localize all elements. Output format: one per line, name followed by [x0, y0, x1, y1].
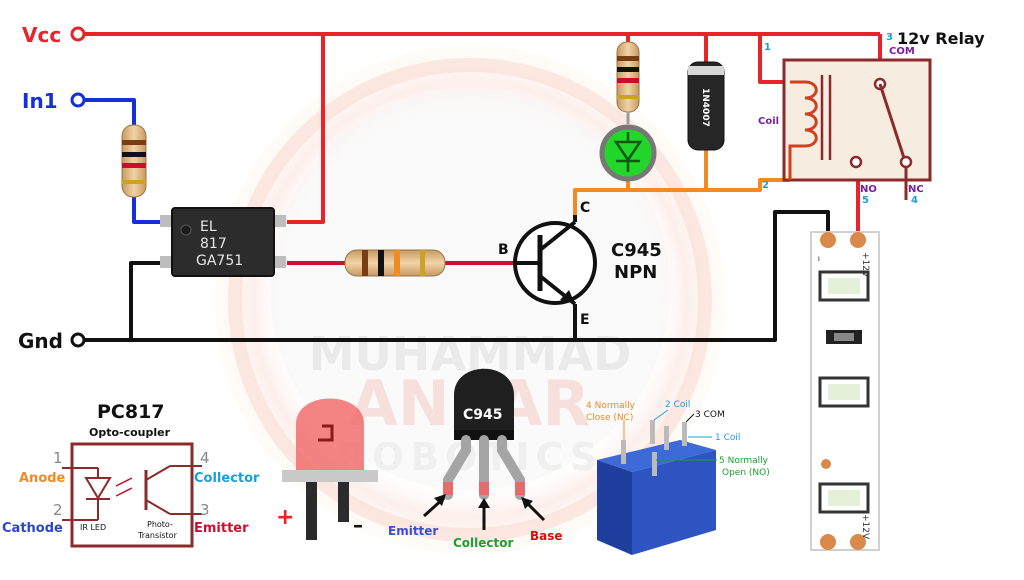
c945-emitter-label: Emitter	[388, 524, 438, 538]
relay-pin4: 4	[911, 195, 918, 206]
in1-label: In1	[22, 89, 58, 113]
relay-legend-nc2: Close (NC)	[586, 413, 633, 423]
pc817-pin2: 2	[53, 501, 63, 519]
led-resistor	[616, 41, 640, 124]
relay-legend-no2: Open (NO)	[722, 468, 770, 478]
relay-legend-coil1: 1 Coil	[715, 433, 740, 443]
relay-legend-com: 3 COM	[695, 410, 725, 420]
collector-net-wire	[573, 178, 790, 218]
gnd-label: Gnd	[18, 329, 63, 353]
vcc-terminal[interactable]	[70, 26, 86, 42]
transistor-b-label: B	[498, 242, 509, 258]
transistor-type: NPN	[614, 262, 657, 283]
strip-neg-top: –	[813, 256, 826, 262]
pc817-anode: Anode	[19, 471, 66, 486]
opto-marking-2: 817	[200, 236, 227, 252]
pc817-pin1: 1	[53, 449, 63, 467]
pc817-title: PC817	[97, 401, 165, 423]
opto-collector-wire	[287, 34, 325, 224]
led-plus: +	[276, 505, 294, 530]
relay-no-label: NO	[860, 184, 877, 195]
led-legend: + –	[276, 398, 378, 540]
c945-legend: C945 Emitter Collector Base	[388, 368, 563, 550]
wires	[84, 32, 882, 342]
relay-title: 12v Relay	[897, 29, 985, 48]
pc817-collector: Collector	[194, 471, 260, 486]
pc817-photo2: Transistor	[137, 531, 178, 540]
in1-wire	[84, 98, 136, 125]
relay-pin1: 1	[764, 42, 771, 53]
opto-cathode-wire	[129, 261, 172, 340]
pc817-subtitle: Opto-coupler	[89, 426, 171, 439]
pc817-pin3: 3	[200, 501, 210, 519]
led-strip: +12V – +12V	[810, 231, 880, 551]
relay-symbol: 12v Relay Coil COM NO NC 1 2 3 4 5	[758, 29, 985, 206]
input-resistor	[121, 124, 147, 198]
transistor-symbol: B C E C945 NPN	[498, 200, 662, 328]
vcc-label: Vcc	[22, 23, 61, 47]
c945-marking: C945	[463, 407, 503, 423]
opto-marking-3: GA751	[196, 253, 243, 269]
relay-com-label: COM	[889, 46, 915, 57]
pc817-emitter: Emitter	[194, 521, 249, 536]
diode-marking: 1N4007	[700, 88, 710, 127]
base-resistor	[344, 249, 446, 277]
status-led	[599, 124, 657, 182]
opto-marking-1: EL	[200, 219, 217, 235]
pc817-legend: PC817 Opto-coupler 1 2 4 3 Anode Cathode…	[2, 401, 260, 548]
relay-legend-no1: 5 Normally	[719, 456, 769, 466]
relay-legend-coil2: 2 Coil	[665, 400, 690, 410]
relay-pin2: 2	[762, 180, 769, 191]
relay-pin3: 3	[886, 32, 893, 43]
pc817-pin4: 4	[200, 449, 210, 467]
strip-pos-bottom: +12V	[860, 514, 870, 540]
relay-legend: 4 Normally Close (NC) 2 Coil 3 COM 1 Coi…	[586, 400, 770, 555]
gnd-terminal[interactable]	[70, 332, 86, 348]
pc817-photo1: Photo-	[147, 520, 173, 529]
flyback-diode: 1N4007	[687, 61, 725, 151]
transistor-e-label: E	[580, 312, 590, 328]
led-minus: –	[353, 513, 363, 537]
optocoupler-chip: EL 817 GA751	[160, 207, 286, 277]
in1-to-opto-wire	[132, 195, 172, 224]
transistor-name: C945	[611, 240, 662, 261]
c945-base-label: Base	[530, 529, 563, 543]
transistor-c-label: C	[580, 200, 590, 216]
gnd-wire	[84, 210, 830, 342]
strip-pos-top: +12V	[860, 252, 870, 278]
pc817-cathode: Cathode	[2, 521, 63, 536]
terminals	[70, 26, 86, 348]
relay-coil-label: Coil	[758, 116, 779, 127]
in1-terminal[interactable]	[70, 92, 86, 108]
c945-collector-label: Collector	[453, 536, 514, 550]
relay-coil1-wire	[758, 34, 790, 84]
relay-legend-nc1: 4 Normally	[586, 401, 636, 411]
pc817-ir-led: IR LED	[80, 523, 106, 532]
relay-nc-label: NC	[908, 184, 924, 195]
relay-pin5: 5	[862, 195, 869, 206]
